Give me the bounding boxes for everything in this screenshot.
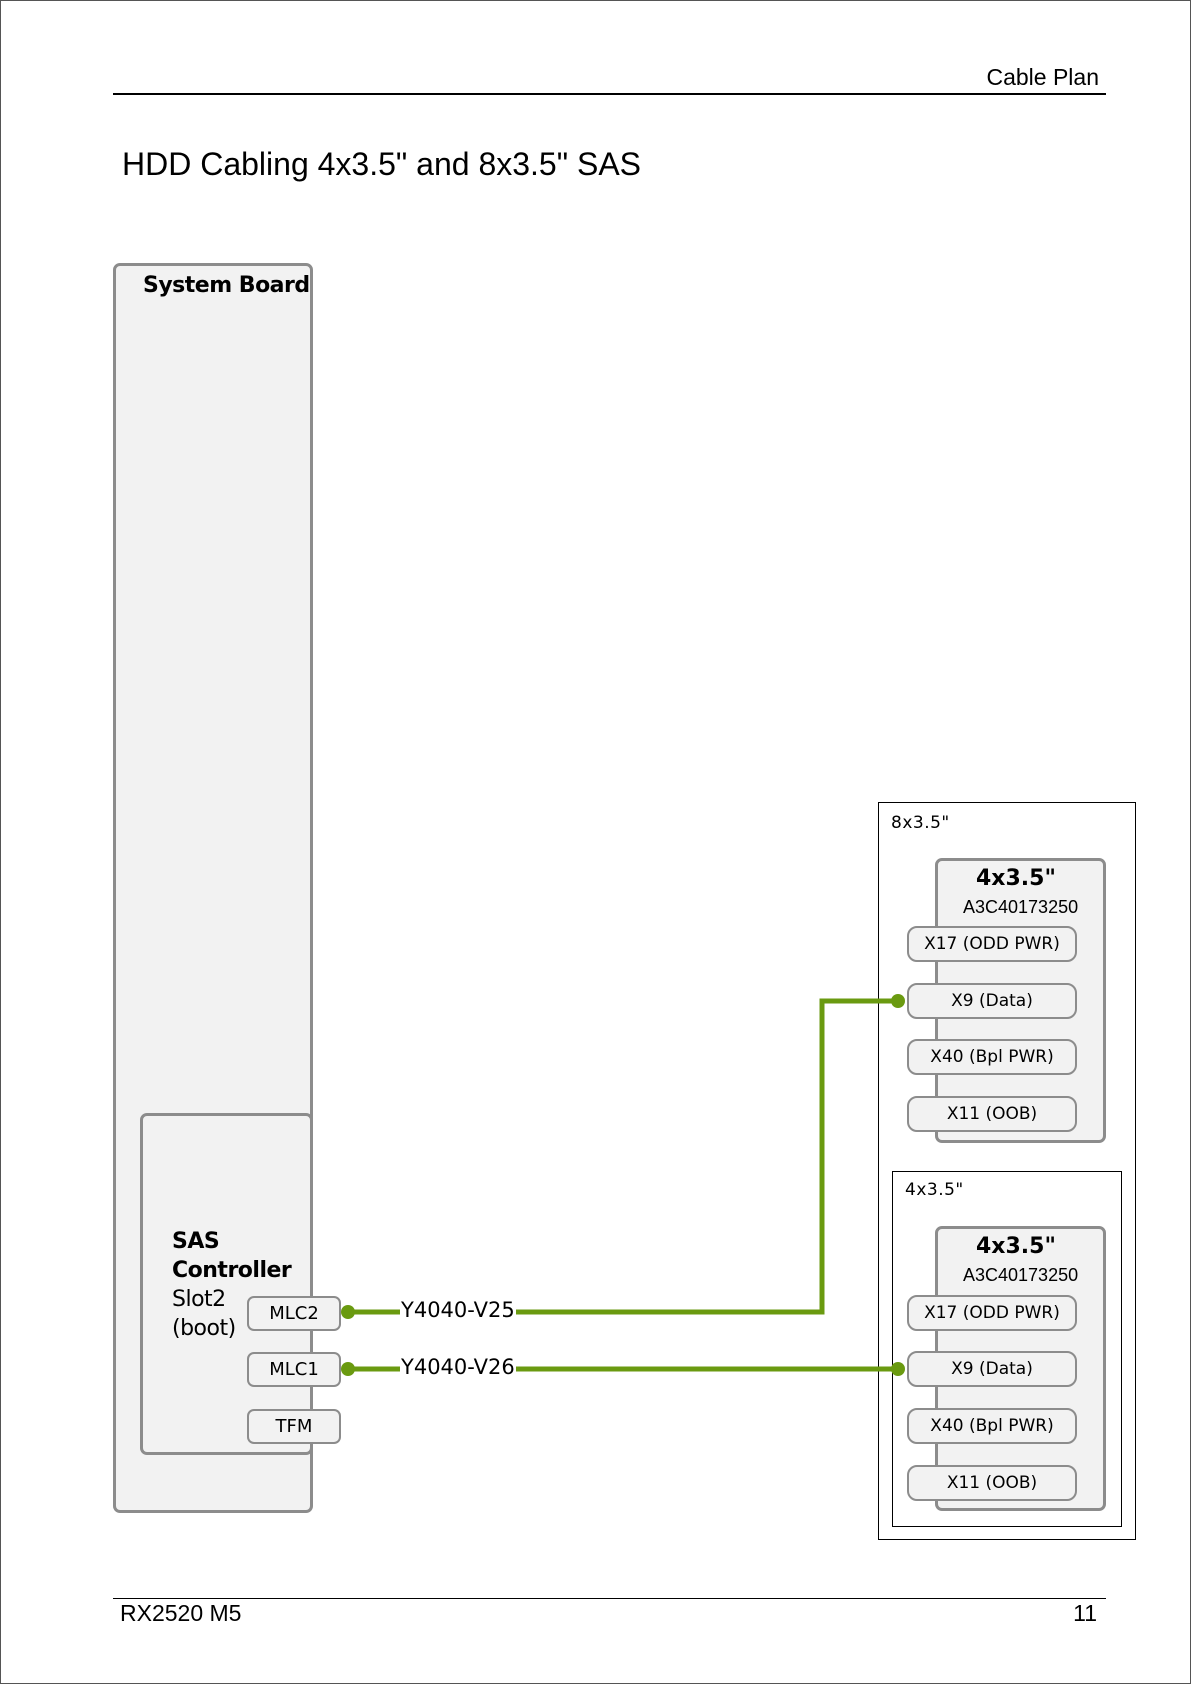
cable-label-y4040-v26: Y4040-V26 — [400, 1355, 516, 1379]
cable-y4040-v25 — [348, 1001, 898, 1312]
footer-page-number: 11 — [1073, 1600, 1097, 1627]
cable-y4040-v26-end-controller — [341, 1362, 355, 1376]
cable-y4040-v25-end-controller — [341, 1305, 355, 1319]
cable-y4040-v26-end-backplane — [891, 1362, 905, 1376]
footer-rule — [113, 1598, 1106, 1599]
cable-label-y4040-v25: Y4040-V25 — [400, 1298, 516, 1322]
footer-model: RX2520 M5 — [120, 1600, 241, 1627]
cable-y4040-v25-end-backplane — [891, 994, 905, 1008]
